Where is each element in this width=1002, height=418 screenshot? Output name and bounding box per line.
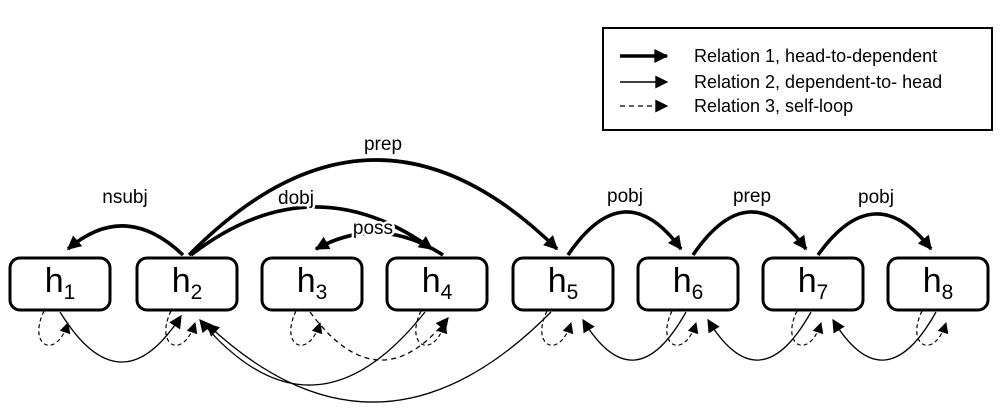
bottom-arc-h5-h2 — [206, 311, 552, 403]
node-label-h8: h8 — [923, 262, 954, 304]
node-box-h5 — [511, 256, 615, 312]
bottom-arc-h7-h6 — [707, 311, 812, 361]
node-label-h3: h3 — [297, 262, 328, 304]
node-label-h7: h7 — [798, 262, 829, 304]
legend-item-label-1: Relation 1, head-to-dependent — [694, 46, 937, 66]
self-loop-h7 — [791, 310, 824, 346]
bottom-arc-h3-h4 — [309, 311, 449, 361]
arc-label-prep: prep — [364, 134, 402, 155]
arc-label-poss: poss — [353, 218, 393, 239]
dependent-to-head-arcs-layer — [59, 311, 937, 403]
arc-label-prep: prep — [733, 186, 771, 207]
self-loop-h1 — [38, 310, 71, 346]
legend-item-label-3: Relation 3, self-loop — [694, 96, 853, 116]
self-loop-h5 — [541, 310, 574, 346]
node-label-h5: h5 — [548, 262, 579, 304]
node-box-h8 — [886, 256, 990, 312]
top-arc-prep-h6-h7 — [691, 210, 808, 257]
head-to-dependent-arcs-layer: nsubj dobj prep poss pobj prep pobj — [66, 132, 933, 257]
self-loop-h3 — [290, 310, 323, 346]
node-box-h7 — [761, 256, 865, 312]
self-loop-h6 — [666, 310, 699, 346]
arc-label-nsubj: nsubj — [102, 187, 147, 208]
bottom-arc-h6-h5 — [582, 311, 687, 361]
arc-label-dobj: dobj — [278, 188, 314, 209]
legend-item-label-2: Relation 2, dependent-to- head — [694, 72, 942, 92]
node-label-h6: h6 — [673, 262, 704, 304]
bottom-arc-h8-h7 — [832, 311, 937, 361]
arc-label-pobj: pobj — [607, 186, 643, 207]
self-loop-h2 — [165, 310, 198, 346]
top-arc-pobj-h7-h8 — [816, 212, 933, 257]
arc-label-pobj: pobj — [858, 187, 894, 208]
node-box-h3 — [260, 256, 364, 312]
node-label-h4: h4 — [422, 262, 453, 304]
node-box-h1 — [8, 256, 112, 312]
top-arc-dobj-h2-h4 — [189, 205, 434, 257]
top-arc-nsubj-h2-h1 — [66, 224, 185, 257]
self-loop-h4 — [415, 310, 448, 346]
legend-box — [602, 27, 993, 131]
top-arc-prep-h2-h5 — [187, 158, 559, 257]
node-label-h1: h1 — [45, 262, 76, 304]
bottom-arc-h1-h2 — [59, 311, 182, 363]
bottom-arc-h4-h2 — [199, 311, 426, 386]
top-arc-pobj-h5-h6 — [566, 210, 683, 257]
self-loops-layer — [38, 310, 949, 346]
node-label-h2: h2 — [172, 262, 203, 304]
top-arc-poss-h4-h3 — [314, 231, 444, 257]
node-box-h6 — [636, 256, 740, 312]
node-box-h2 — [135, 256, 239, 312]
self-loop-h8 — [916, 310, 949, 346]
node-box-h4 — [385, 256, 489, 312]
token-nodes-layer: h1 h2 h3 h4 h5 h6 h7 h8 — [8, 256, 990, 312]
